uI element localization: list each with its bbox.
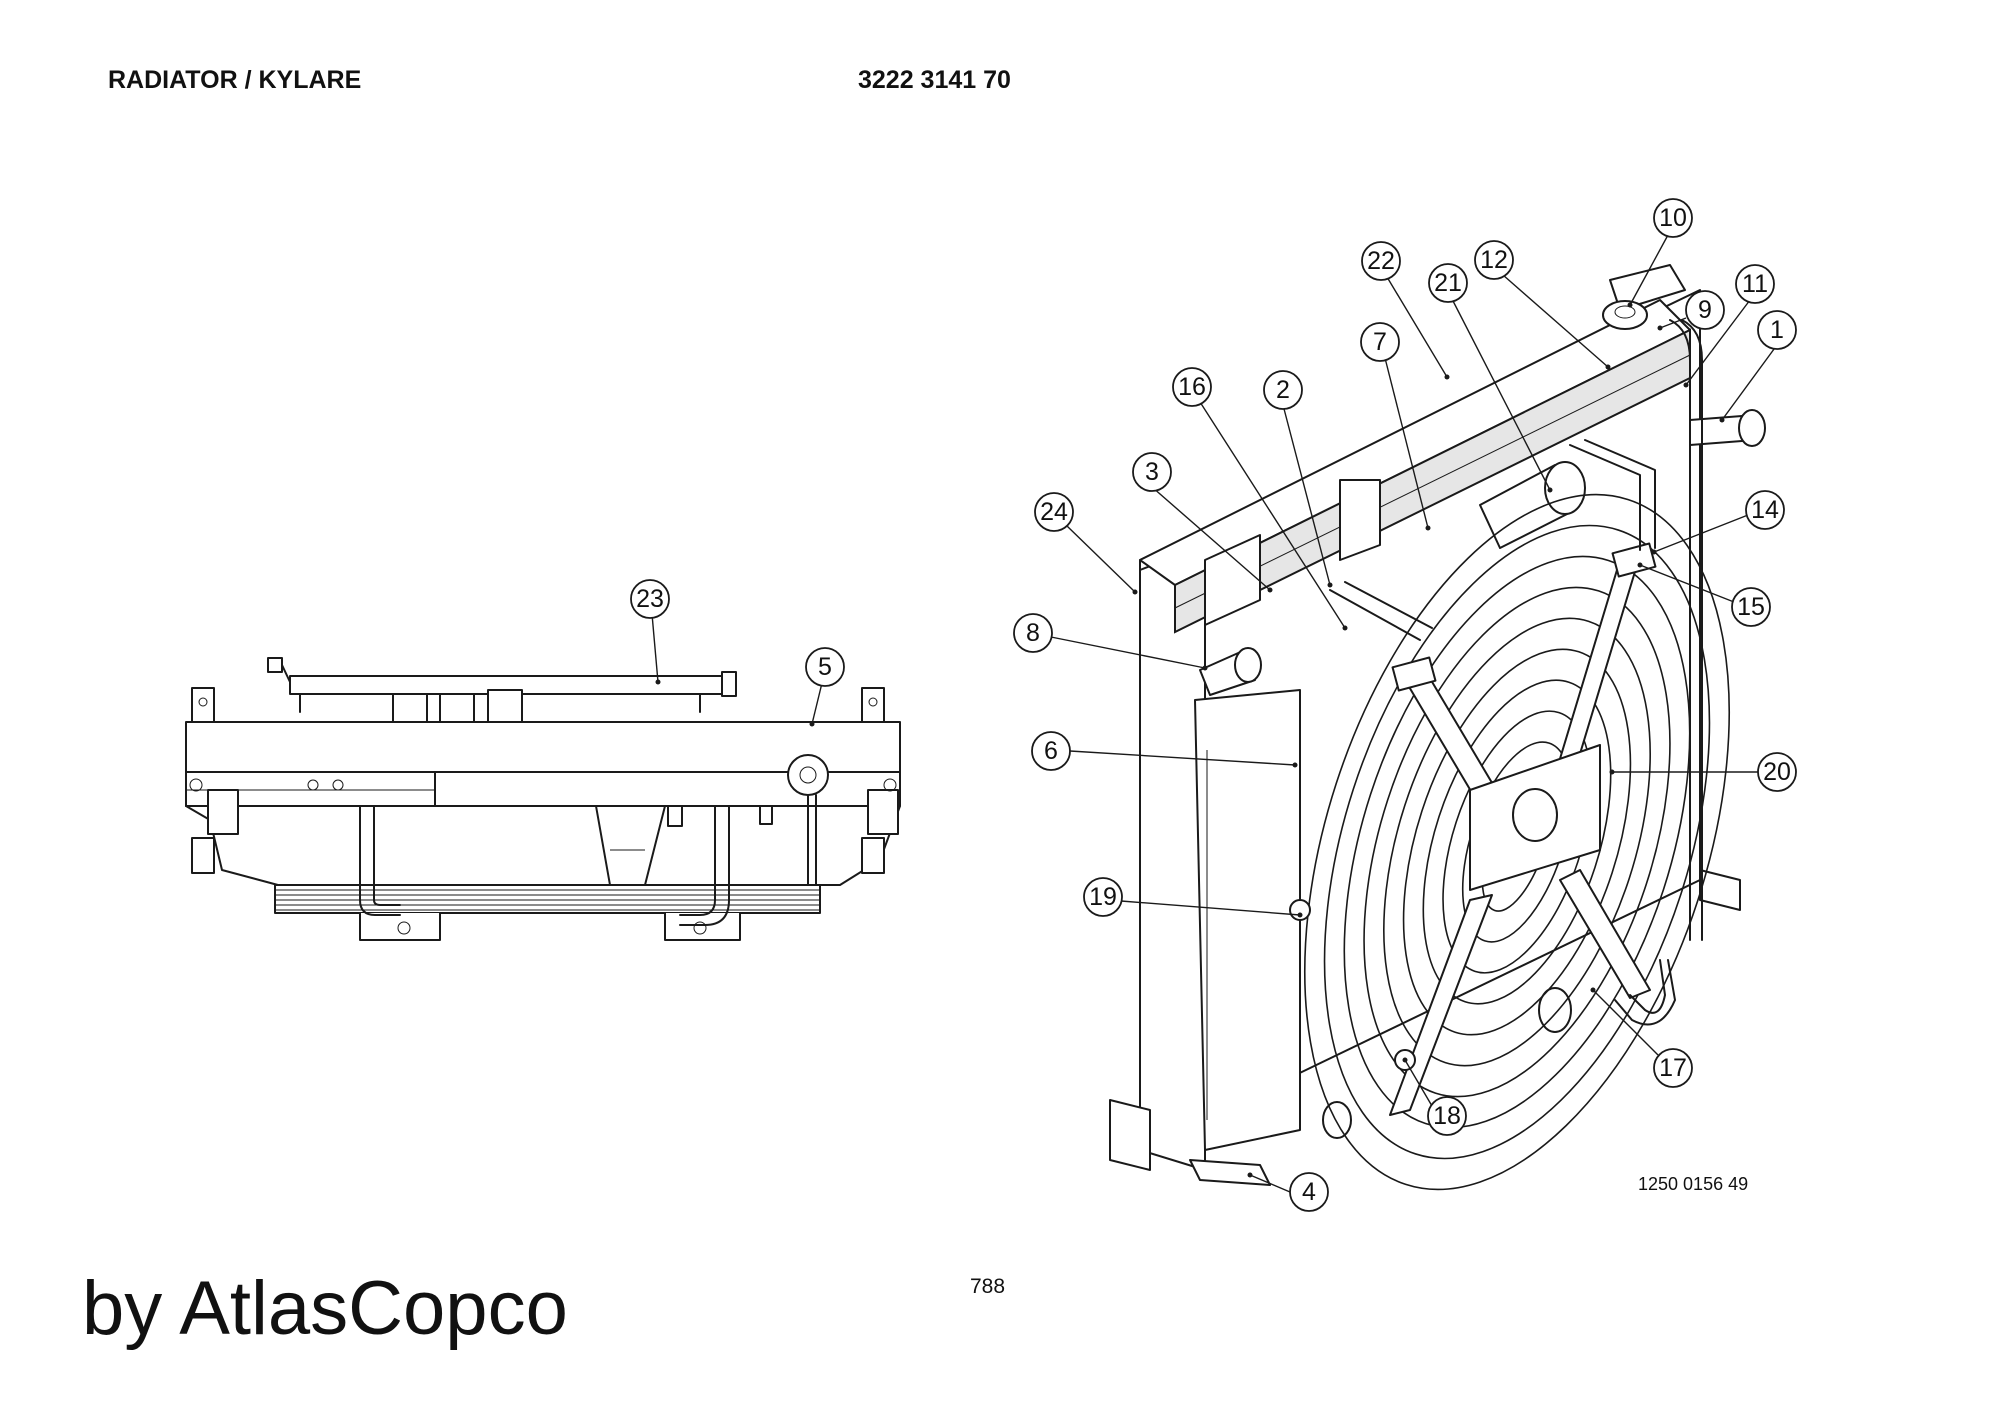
callout-3-label: 3 bbox=[1145, 458, 1159, 486]
callout-14: 14 bbox=[1651, 490, 1785, 555]
callout-12: 12 bbox=[1474, 240, 1611, 370]
fan-guard bbox=[1304, 493, 1730, 1191]
callout-15: 15 bbox=[1637, 562, 1771, 627]
callout-2: 2 bbox=[1263, 370, 1333, 588]
callout-19-label: 19 bbox=[1089, 883, 1117, 911]
callout-1: 1 bbox=[1719, 310, 1797, 423]
callout-23-label: 23 bbox=[636, 585, 664, 613]
callout-8: 8 bbox=[1013, 613, 1208, 671]
callout-16: 16 bbox=[1172, 367, 1348, 631]
callout-10: 10 bbox=[1627, 198, 1693, 308]
callout-7: 7 bbox=[1360, 322, 1431, 531]
callout-9-label: 9 bbox=[1698, 296, 1712, 324]
callout-21: 21 bbox=[1428, 263, 1553, 493]
part-number: 3222 3141 70 bbox=[858, 66, 1011, 94]
callout-22: 22 bbox=[1361, 241, 1450, 380]
callout-5: 5 bbox=[805, 647, 845, 727]
callout-9: 9 bbox=[1657, 290, 1725, 331]
page-number: 788 bbox=[970, 1275, 1006, 1298]
brand-footer: by AtlasCopco bbox=[82, 1266, 568, 1351]
callout-3: 3 bbox=[1132, 452, 1273, 593]
radiator-perspective-view bbox=[1109, 264, 1766, 1191]
callout-7-label: 7 bbox=[1373, 328, 1387, 356]
callout-21-label: 21 bbox=[1434, 269, 1462, 297]
callout-6-label: 6 bbox=[1044, 737, 1058, 765]
callout-20: 20 bbox=[1609, 752, 1797, 792]
callout-24: 24 bbox=[1034, 492, 1138, 595]
callout-8-label: 8 bbox=[1026, 619, 1040, 647]
radiator-side-view bbox=[185, 657, 901, 941]
callout-6: 6 bbox=[1031, 731, 1298, 771]
callout-20-label: 20 bbox=[1763, 758, 1791, 786]
callout-11: 11 bbox=[1683, 264, 1775, 388]
callout-23: 23 bbox=[630, 579, 670, 685]
callout-11-label: 11 bbox=[1742, 270, 1768, 298]
callout-18: 18 bbox=[1402, 1057, 1467, 1136]
callout-24-label: 24 bbox=[1040, 498, 1068, 526]
callout-2-label: 2 bbox=[1276, 376, 1290, 404]
callout-4: 4 bbox=[1247, 1172, 1329, 1212]
callout-14-label: 14 bbox=[1751, 496, 1779, 524]
callout-19: 19 bbox=[1083, 877, 1303, 918]
callout-16-label: 16 bbox=[1178, 373, 1206, 401]
callout-5-label: 5 bbox=[818, 653, 832, 681]
drawing-number: 1250 0156 49 bbox=[1638, 1174, 1749, 1194]
callouts: 1 2 3 4 5 6 7 bbox=[630, 198, 1797, 1212]
callout-4-label: 4 bbox=[1302, 1178, 1316, 1206]
callout-15-label: 15 bbox=[1737, 593, 1765, 621]
callout-17: 17 bbox=[1590, 987, 1693, 1088]
callout-17-label: 17 bbox=[1659, 1054, 1687, 1082]
callout-1-label: 1 bbox=[1770, 316, 1784, 344]
page-title: RADIATOR / KYLARE bbox=[108, 66, 362, 94]
callout-22-label: 22 bbox=[1367, 247, 1395, 275]
callout-10-label: 10 bbox=[1659, 204, 1687, 232]
callout-12-label: 12 bbox=[1480, 246, 1508, 274]
callout-18-label: 18 bbox=[1433, 1102, 1461, 1130]
